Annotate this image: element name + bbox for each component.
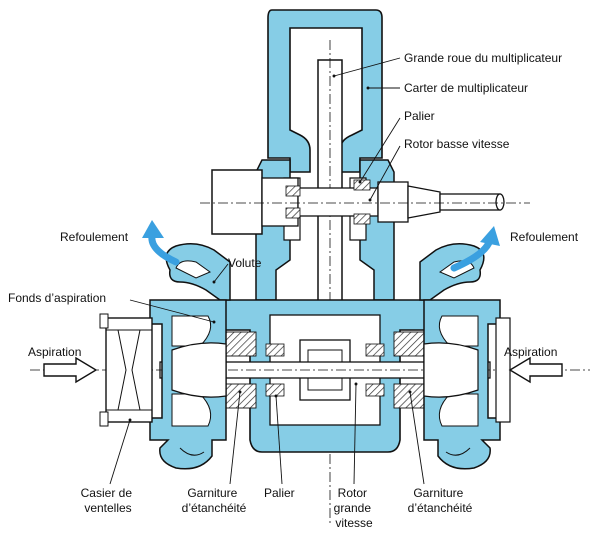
- low-speed-rotor: [200, 169, 530, 235]
- inlet-arrow-icon: [508, 356, 563, 384]
- label-palier-bottom: Palier: [264, 486, 295, 500]
- leader-lines: [109, 57, 425, 485]
- flow-arrow-icon: [148, 232, 180, 266]
- right-stage: [419, 243, 511, 470]
- inlet-arrow-left: [43, 356, 98, 384]
- discharge-arrow-left: [142, 220, 180, 266]
- label-garniture-right: Garniture d’étanchéité: [408, 486, 473, 515]
- label-volute: Volute: [228, 256, 262, 270]
- label-rotor-basse: Rotor basse vitesse: [404, 137, 510, 151]
- left-stage: [99, 243, 231, 470]
- inlet-arrow-right: [508, 356, 563, 384]
- label-aspiration-right: Aspiration: [504, 345, 557, 359]
- label-grande-roue: Grande roue du multiplicateur: [404, 51, 562, 65]
- label-aspiration-left: Aspiration: [28, 345, 81, 359]
- discharge-arrow-right: [450, 226, 500, 272]
- label-fonds: Fonds d’aspiration: [8, 291, 106, 305]
- inlet-arrow-icon: [43, 356, 98, 384]
- label-rotor-grande: Rotor grande vitesse: [334, 486, 375, 530]
- high-speed-rotor: [30, 361, 590, 379]
- label-refoulement-left: Refoulement: [60, 230, 129, 244]
- label-palier-top: Palier: [404, 109, 435, 123]
- label-carter: Carter de multiplicateur: [404, 81, 528, 95]
- label-casier: Casier de ventelles: [81, 486, 136, 515]
- label-garniture-left: Garniture d’étanchéité: [182, 486, 247, 515]
- label-refoulement-right: Refoulement: [510, 230, 579, 244]
